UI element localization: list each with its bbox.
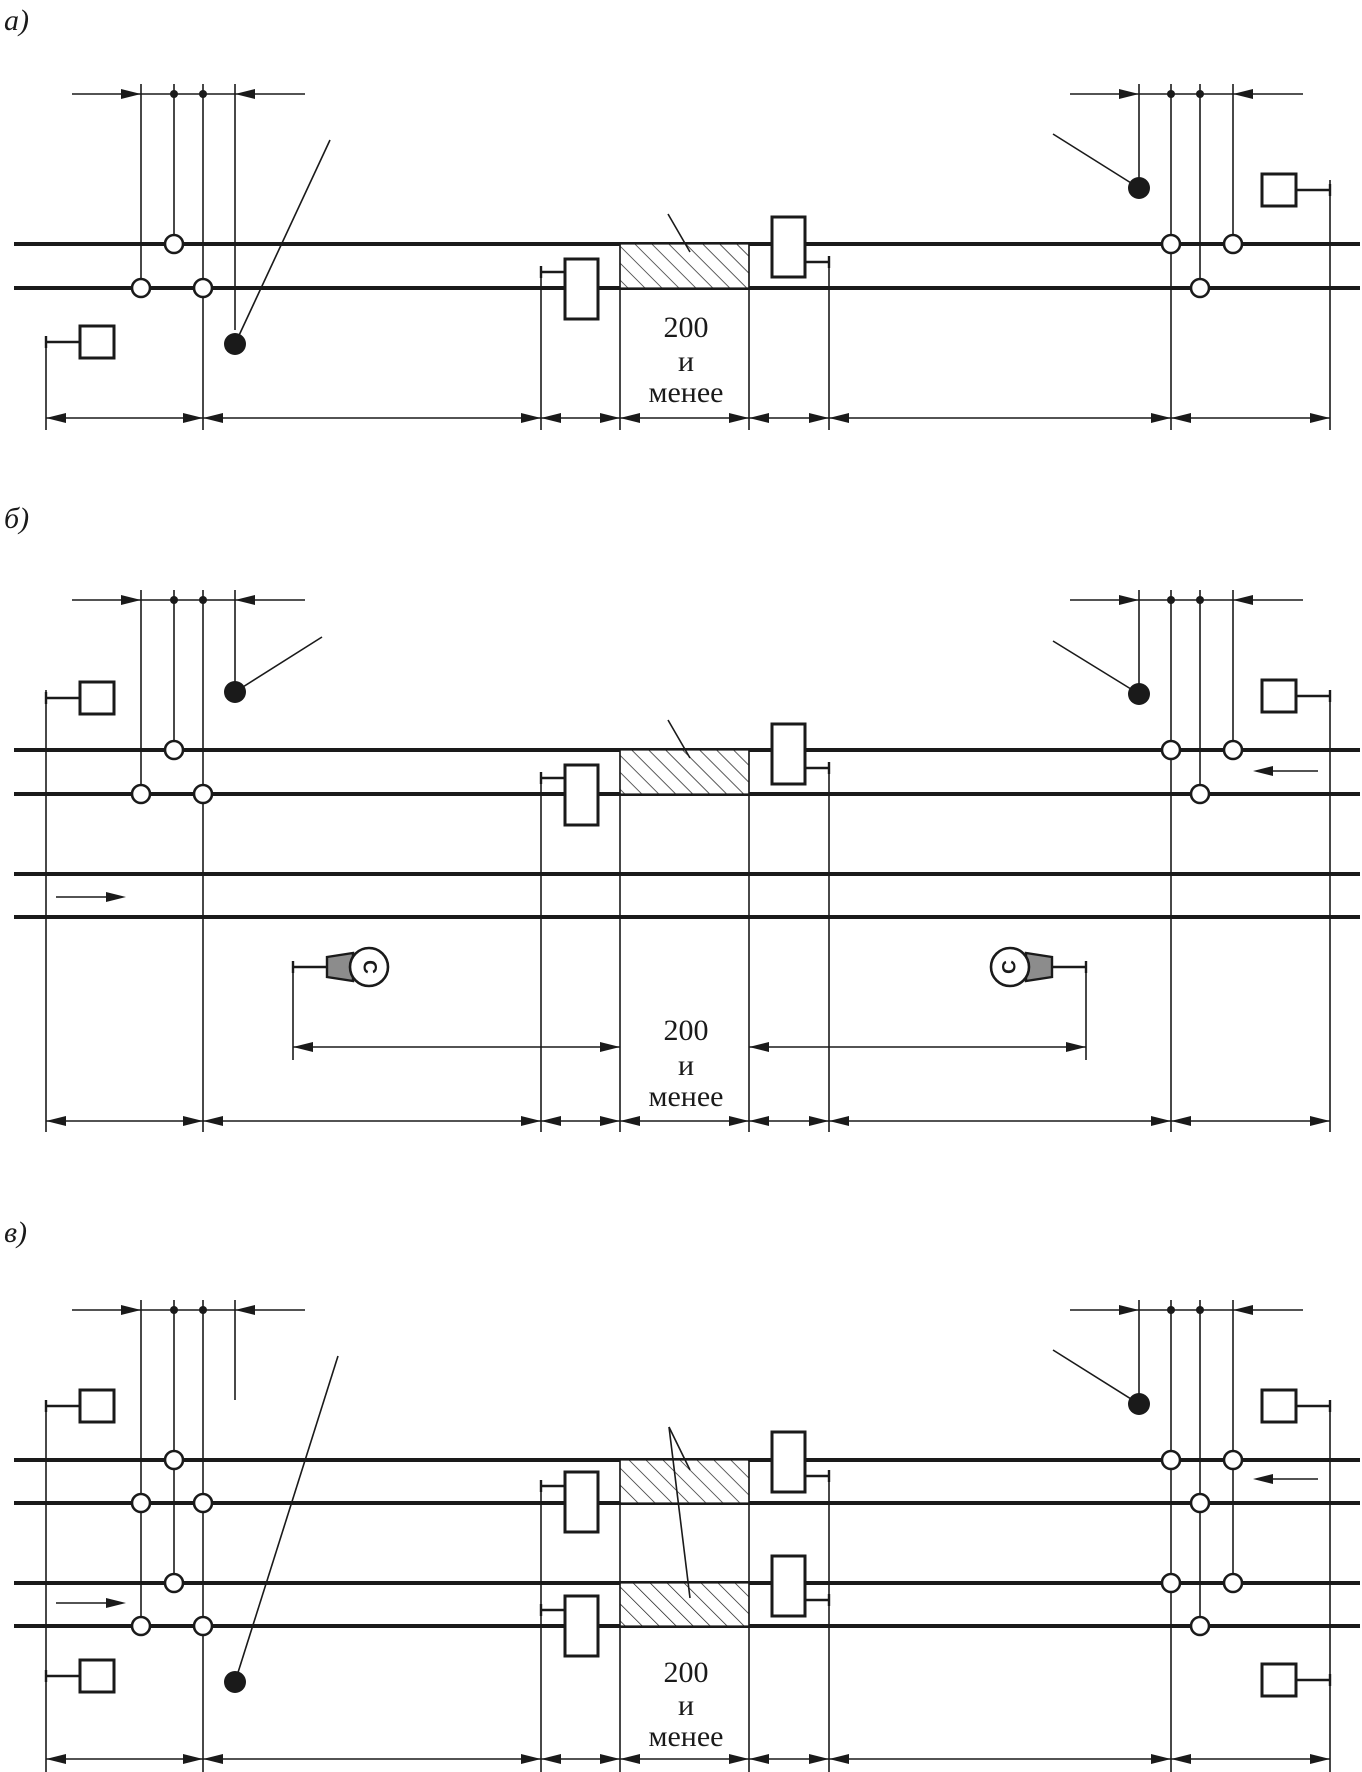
overlap-zone [619,749,750,795]
feed-point-icon [1128,1393,1150,1415]
insulating-joint [1160,739,1182,761]
signal-box-right [770,722,831,786]
insulating-joint [1160,1449,1182,1471]
overlap-zone [619,1459,750,1504]
insulating-joint [163,739,185,761]
insulating-joint [1189,277,1211,299]
feed-leader [1052,640,1140,695]
dim-value: 200 [664,1014,709,1047]
panel-a: а) [4,4,1360,430]
insulating-joint [163,1572,185,1594]
feed-point-icon [1128,177,1150,199]
feed-leader [1052,1349,1140,1405]
panel-c: в) [4,1216,1360,1772]
relay-box-left [44,680,116,716]
feed-leader [234,1355,339,1683]
relay-box-right-top [1260,1388,1332,1424]
insulating-joint [1189,783,1211,805]
overlap-zone [619,1582,750,1627]
feed-point-icon [224,333,246,355]
dimension-chain [46,413,1330,423]
insulating-joint [1222,1572,1244,1594]
feed-point-icon [1128,683,1150,705]
joint-dim-right [1070,89,1303,99]
dimension-chain [46,1754,1330,1764]
insulating-joint [1189,1492,1211,1514]
insulating-joint [192,1615,214,1637]
zone-leader [667,213,691,253]
insulating-joint [1189,1615,1211,1637]
signal-box-right [770,1554,831,1618]
insulating-joint [1222,739,1244,761]
zone-leader [668,1426,691,1599]
dim-value: 200 [664,1656,709,1689]
signal-box-left [539,763,600,827]
dim-value: менее [649,376,724,409]
insulating-joint [130,277,152,299]
insulating-joint [1222,233,1244,255]
panel-c-label: в) [4,1216,27,1249]
signal-box-left [539,1594,600,1658]
arrow-right-icon [56,892,126,902]
joint-dim-left [72,1305,305,1315]
insulating-joint [1160,1572,1182,1594]
feed-leader [234,139,331,345]
zone-leader [667,719,691,759]
relay-box-left [44,324,116,360]
insulating-joint [130,1615,152,1637]
dim-value: менее [649,1720,724,1753]
signal-box-right [770,1430,831,1494]
panel-b: б) [4,502,1360,1132]
insulating-joint [192,277,214,299]
relay-box-right-bottom [1260,1662,1332,1698]
feed-point-icon [224,681,246,703]
arrow-left-icon [1253,766,1318,776]
relay-box-right [1260,172,1332,208]
extension-lines [45,590,1331,1132]
dimension-chain [46,1116,1330,1126]
overlap-zone [619,243,750,289]
panel-b-label: б) [4,502,29,535]
feed-leader [1052,133,1140,189]
signal-dimension [293,1042,1086,1052]
relay-box-left-top [44,1388,116,1424]
joint-dim-right [1070,1305,1303,1315]
signal-box-left [539,1470,600,1534]
insulating-joint [163,233,185,255]
insulating-joint [192,783,214,805]
joint-dim-left [72,595,305,605]
insulating-joint [192,1492,214,1514]
dim-value: и [678,1689,694,1722]
panel-a-label: а) [4,4,29,37]
extension-lines [45,84,1331,430]
arrow-left-icon [1253,1474,1318,1484]
feed-point-icon [224,1671,246,1693]
relay-box-left-bottom [44,1658,116,1694]
feed-leader [234,636,323,693]
signal-box-left [539,257,600,321]
insulating-joint [1160,233,1182,255]
signal-box-right [770,215,831,279]
relay-box-right [1260,678,1332,714]
dim-value: менее [649,1080,724,1113]
extension-lines [45,1300,1331,1772]
insulating-joint [1222,1449,1244,1471]
svg-text:С: С [1000,960,1021,974]
svg-text:С: С [359,960,380,974]
dim-value: и [678,1049,694,1082]
insulating-joint [130,783,152,805]
signal-c-icon: С [989,946,1088,988]
dim-value: 200 [664,311,709,344]
dim-value: и [678,345,694,378]
arrow-right-icon [56,1598,126,1608]
insulating-joint [163,1449,185,1471]
signal-c-icon: С [291,946,390,988]
joint-dim-right [1070,595,1303,605]
joint-dim-left [72,89,305,99]
insulating-joint [130,1492,152,1514]
